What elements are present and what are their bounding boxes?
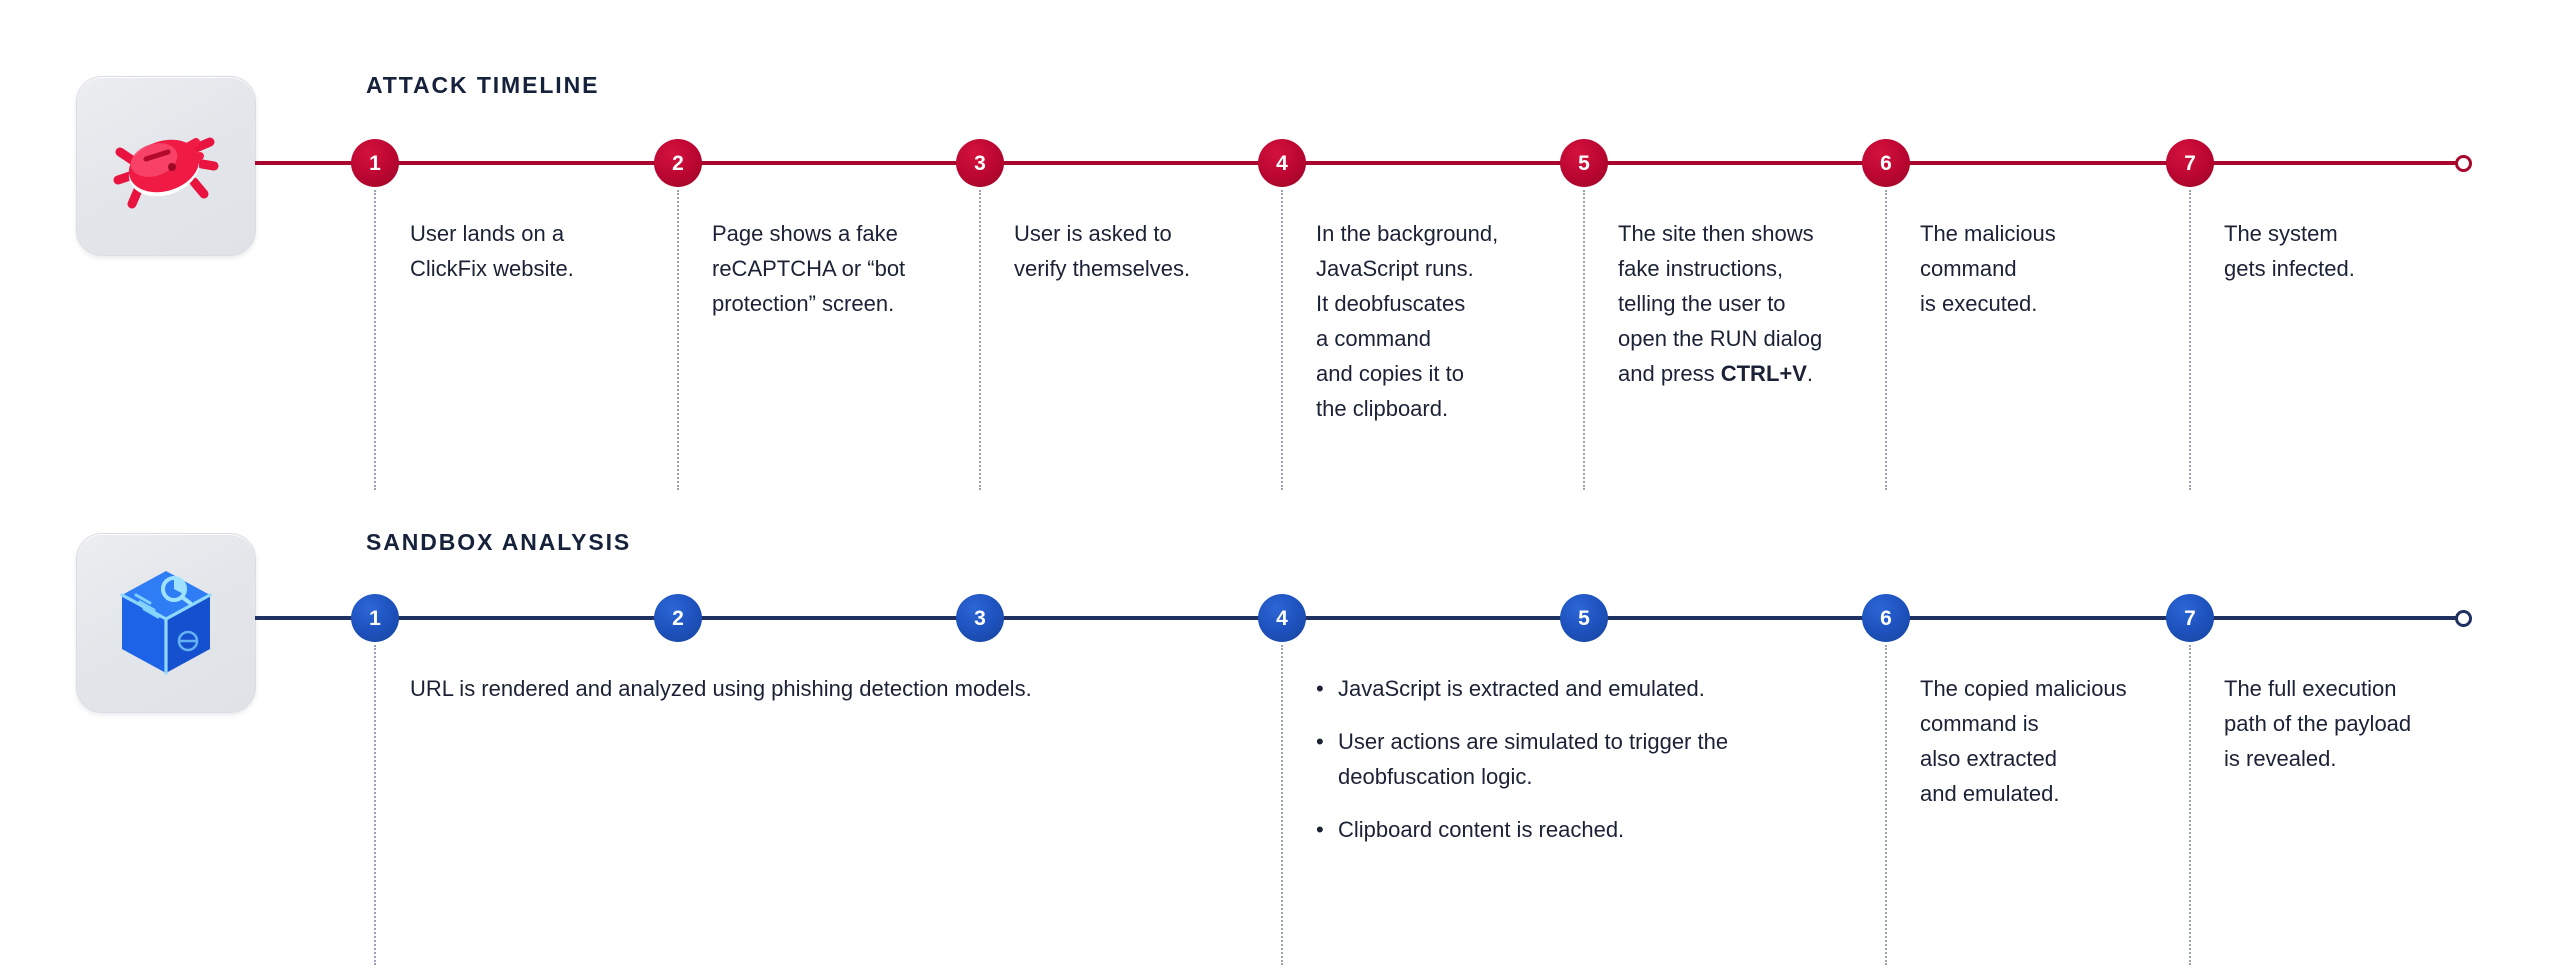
attack-step-text-5-tail: . xyxy=(1806,361,1814,386)
attack-step-text-5: The site then shows fake instructions, t… xyxy=(1618,216,1868,391)
sandbox-step-node-5[interactable]: 5 xyxy=(1560,594,1608,642)
sandbox-dropper-4 xyxy=(1281,645,1283,965)
list-item: User actions are simulated to trigger th… xyxy=(1316,724,1836,794)
sandbox-icon-tile xyxy=(76,533,256,713)
sandbox-step-text-1: URL is rendered and analyzed using phish… xyxy=(410,676,1032,701)
red-bug-icon xyxy=(112,120,220,212)
attack-dropper-7 xyxy=(2189,190,2191,490)
sandbox-step-node-6[interactable]: 6 xyxy=(1862,594,1910,642)
attack-step-node-4[interactable]: 4 xyxy=(1258,139,1306,187)
attack-step-text-5-lead: The site then shows fake instructions, t… xyxy=(1618,221,1823,386)
list-item: Clipboard content is reached. xyxy=(1316,812,1836,847)
attack-dropper-5 xyxy=(1583,190,1585,490)
attack-step-text-2: Page shows a fake reCAPTCHA or “bot prot… xyxy=(712,221,906,316)
sandbox-dropper-7 xyxy=(2189,645,2191,965)
sandbox-step-node-3[interactable]: 3 xyxy=(956,594,1004,642)
sandbox-step-node-1[interactable]: 1 xyxy=(351,594,399,642)
attack-icon-tile xyxy=(76,76,256,256)
attack-dropper-2 xyxy=(677,190,679,490)
attack-timeline-rail xyxy=(255,161,2463,165)
attack-step-text-6: The malicious command is executed. xyxy=(1920,221,2056,316)
sandbox-timeline-rail xyxy=(255,616,2463,620)
sandbox-dropper-6 xyxy=(1885,645,1887,965)
attack-dropper-6 xyxy=(1885,190,1887,490)
attack-dropper-4 xyxy=(1281,190,1283,490)
sandbox-step-4-bullet-list: JavaScript is extracted and emulated. Us… xyxy=(1316,671,1836,847)
sandbox-dropper-1 xyxy=(374,645,376,965)
attack-dropper-3 xyxy=(979,190,981,490)
sandbox-timeline-endcap xyxy=(2455,610,2472,627)
blue-sandbox-cube-icon xyxy=(116,567,216,679)
sandbox-step-node-2[interactable]: 2 xyxy=(654,594,702,642)
sandbox-step-text-6: The copied malicious command is also ext… xyxy=(1920,676,2127,806)
attack-step-node-3[interactable]: 3 xyxy=(956,139,1004,187)
attack-timeline-endcap xyxy=(2455,155,2472,172)
sandbox-step-node-7[interactable]: 7 xyxy=(2166,594,2214,642)
attack-dropper-1 xyxy=(374,190,376,490)
attack-timeline-title: ATTACK TIMELINE xyxy=(366,72,600,98)
sandbox-step-text-7: The full execution path of the payload i… xyxy=(2224,676,2412,771)
sandbox-analysis-title: SANDBOX ANALYSIS xyxy=(366,529,632,555)
attack-step-text-7: The system gets infected. xyxy=(2224,221,2355,281)
attack-step-node-5[interactable]: 5 xyxy=(1560,139,1608,187)
attack-step-node-2[interactable]: 2 xyxy=(654,139,702,187)
list-item: JavaScript is extracted and emulated. xyxy=(1316,671,1836,706)
sandbox-step-node-4[interactable]: 4 xyxy=(1258,594,1306,642)
attack-step-text-1: User lands on a ClickFix website. xyxy=(410,221,574,281)
attack-step-text-5-keys: CTRL+V xyxy=(1720,361,1807,386)
attack-step-node-7[interactable]: 7 xyxy=(2166,139,2214,187)
attack-step-text-4: In the background, JavaScript runs. It d… xyxy=(1316,221,1499,421)
attack-step-node-1[interactable]: 1 xyxy=(351,139,399,187)
sandbox-step-text-4: JavaScript is extracted and emulated. Us… xyxy=(1316,671,1836,847)
attack-step-node-6[interactable]: 6 xyxy=(1862,139,1910,187)
attack-step-text-3: User is asked to verify themselves. xyxy=(1014,221,1191,281)
